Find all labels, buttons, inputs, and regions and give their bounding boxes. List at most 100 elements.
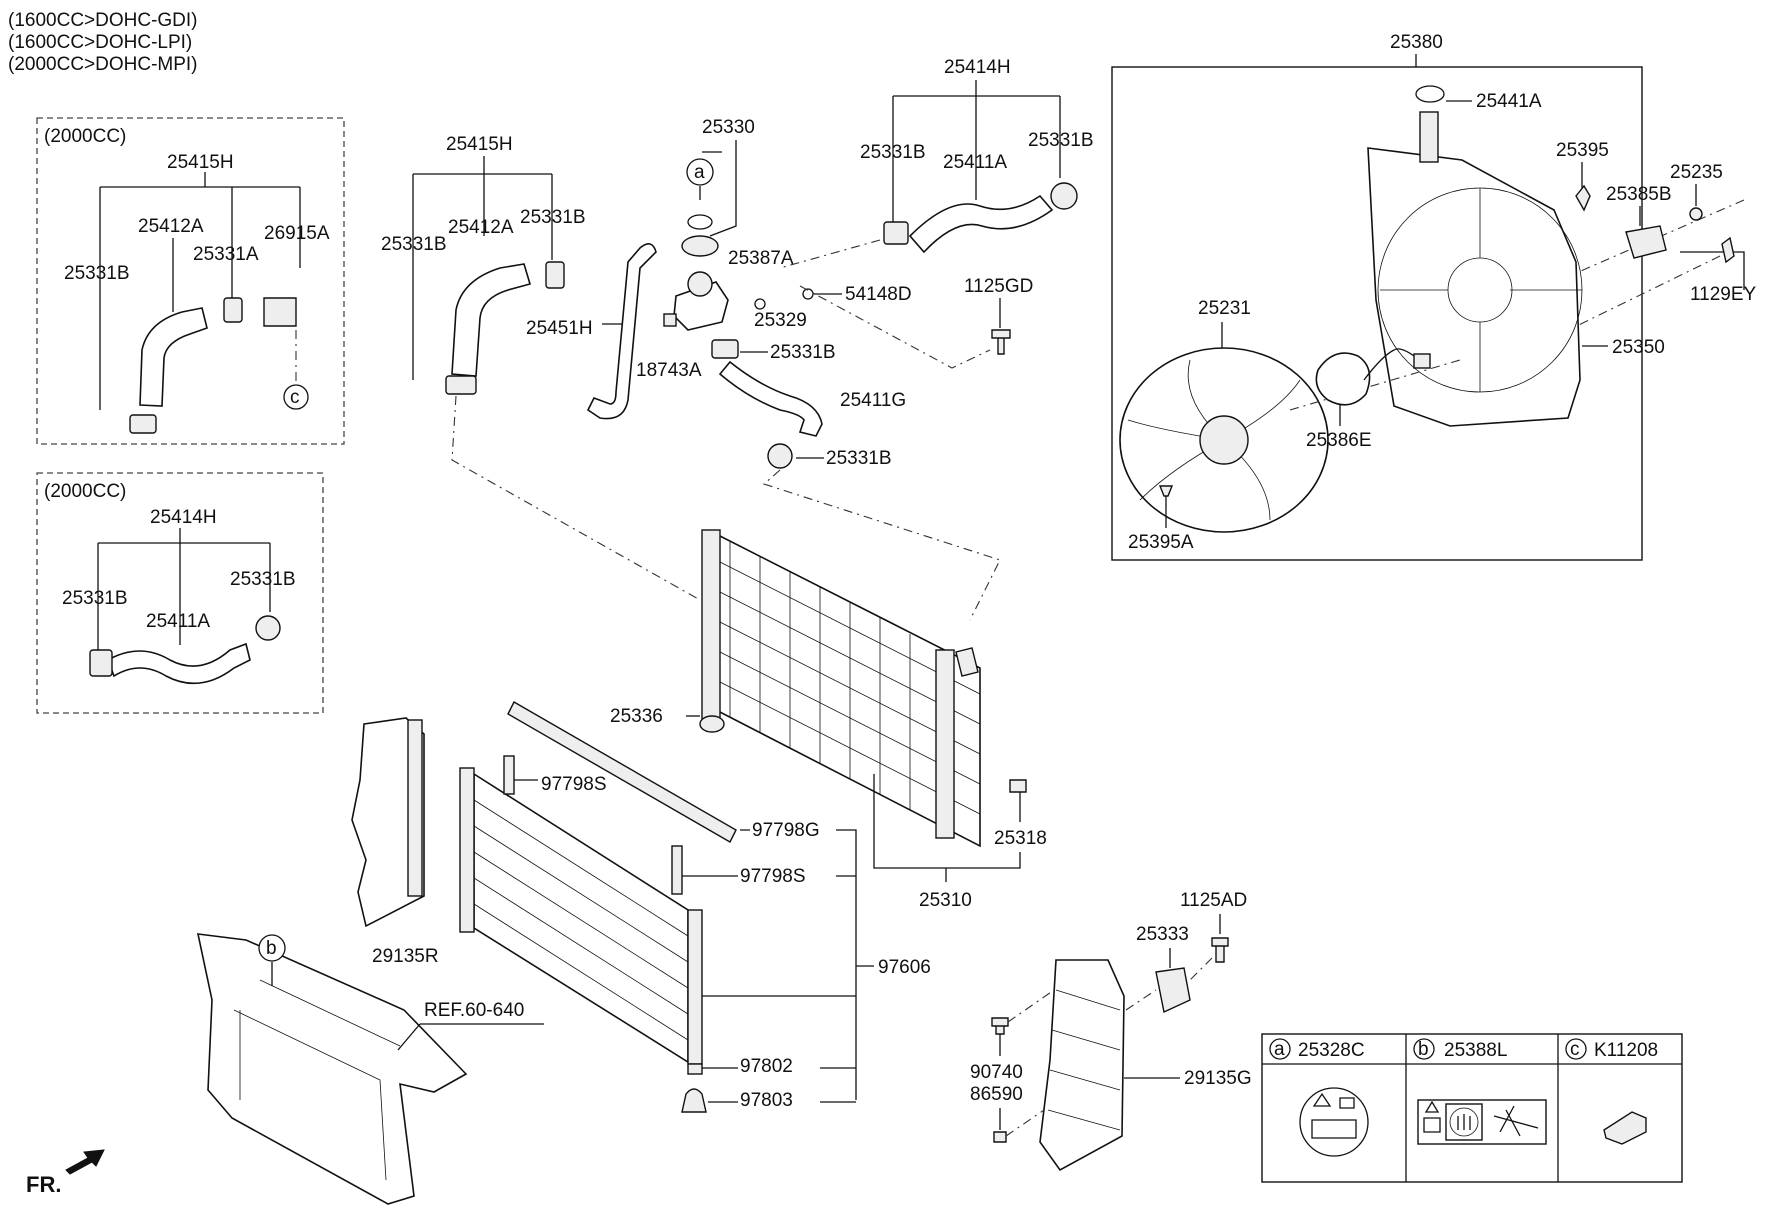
label-25329: 25329	[754, 310, 807, 331]
inset2-clamp-b	[255, 615, 281, 641]
bolt-90740	[991, 1017, 1009, 1035]
label-25331b-top-left: 25331B	[860, 142, 926, 163]
front-direction-indicator: FR.	[26, 1149, 105, 1197]
bolt-25395	[1575, 184, 1591, 212]
inset1-clamp-b	[223, 297, 243, 323]
label-25380: 25380	[1390, 32, 1443, 53]
bolt-1129ey	[1721, 236, 1735, 264]
inset2-label-25331b-right: 25331B	[230, 569, 296, 590]
label-25412a: 25412A	[448, 217, 514, 238]
inset1-connector	[263, 297, 297, 327]
label-25331b-c: 25331B	[770, 342, 836, 363]
clamp-25331b-c	[711, 339, 739, 359]
upper-hose-group: 25415H 25412A 25331B 25331B	[381, 134, 701, 601]
label-25441a: 25441A	[1476, 91, 1542, 112]
label-97802: 97802	[740, 1056, 793, 1077]
inset1-label-26915a: 26915A	[264, 223, 330, 244]
label-25386e: 25386E	[1306, 430, 1372, 451]
plug-54148d	[802, 288, 814, 300]
label-25387a: 25387A	[728, 248, 794, 269]
legend-a-circle	[1269, 1038, 1291, 1060]
applicability-header: (1600CC>DOHC-GDI) (1600CC>DOHC-LPI) (200…	[8, 10, 198, 75]
inset1-label-25331b: 25331B	[64, 263, 130, 284]
inset2-hose	[107, 642, 251, 685]
label-29135g: 29135G	[1184, 1068, 1252, 1089]
label-25350: 25350	[1612, 337, 1665, 358]
filler-cap	[681, 235, 719, 257]
inset2-clamp-a	[89, 649, 113, 677]
marker-b	[258, 934, 286, 962]
inset1-title: (2000CC)	[44, 126, 126, 147]
label-25395: 25395	[1556, 140, 1609, 161]
legend-c-letter: c	[1570, 1039, 1580, 1060]
inset1-hose	[139, 307, 208, 407]
condenser-cap-97802	[687, 1063, 703, 1075]
seal-strip-97798s-b	[671, 845, 683, 895]
seal-strip-97798g	[507, 701, 737, 843]
label-86590: 86590	[970, 1084, 1023, 1105]
clamp-25331b-d	[767, 443, 793, 469]
reservoir-group: 25330 a 25387A 54148D 25329 25451H 18743…	[526, 117, 1033, 621]
front-end-carrier	[196, 933, 468, 1205]
condenser-group: 97798S 97798G 97798S 97606 97802 97803	[459, 701, 931, 1113]
filler-neck-cap	[687, 271, 713, 297]
upper-hose-clamp-a	[445, 375, 477, 395]
air-guard-and-carrier-group: 29135R b REF.60-640 29135G 1125AD 25333 …	[196, 717, 1252, 1205]
upper-hose-clamp-b	[545, 261, 565, 289]
bracket-25318	[1009, 779, 1027, 793]
upper-hose	[451, 263, 532, 377]
label-97798s-b: 97798S	[740, 866, 806, 887]
label-90740: 90740	[970, 1062, 1023, 1083]
header-line-1: (1600CC>DOHC-GDI)	[8, 10, 198, 31]
legend-b-circle	[1413, 1038, 1435, 1060]
label-25331b-a: 25331B	[381, 234, 447, 255]
label-1125gd: 1125GD	[964, 276, 1033, 297]
inset2-label-25414h: 25414H	[150, 507, 217, 528]
legend-c-part: K11208	[1594, 1040, 1658, 1061]
label-25318: 25318	[994, 828, 1047, 849]
label-25331b-top-right: 25331B	[1028, 130, 1094, 151]
top-hose-clamp-a	[883, 221, 909, 245]
label-ref-60-640: REF.60-640	[424, 1000, 524, 1021]
inset1-ref-marker-c	[283, 384, 309, 410]
label-29135r: 29135R	[372, 946, 439, 967]
label-25451h: 25451H	[526, 318, 593, 339]
label-1129ey: 1129EY	[1690, 284, 1757, 305]
direction-label: FR.	[26, 1172, 61, 1197]
plug-25387a	[754, 298, 766, 310]
label-legend-table: a 25328C b 25388L c K11208	[1261, 1033, 1683, 1183]
warning-label-icon	[1417, 1099, 1547, 1145]
label-25231: 25231	[1198, 298, 1251, 319]
inset1-clamp-a	[129, 414, 157, 434]
inset-2000cc-upper-hose: (2000CC) 25415H 25412A 25331A 26915A 253…	[36, 117, 345, 445]
inset2-title: (2000CC)	[44, 481, 126, 502]
bypass-hose-25451h	[586, 243, 657, 420]
radiator-outlet	[955, 647, 979, 677]
legend-border	[1261, 1033, 1683, 1183]
top-hose-25411a	[908, 194, 1054, 254]
front-arrow-icon	[65, 1149, 105, 1175]
radiator-group: 25336 25318 25310	[610, 529, 1047, 911]
caution-label-icon	[1299, 1087, 1369, 1157]
label-25331b-b: 25331B	[520, 207, 586, 228]
legend-a-part: 25328C	[1298, 1040, 1365, 1061]
label-25333: 25333	[1136, 924, 1189, 945]
resistor-25385b	[1625, 225, 1667, 259]
label-25235: 25235	[1670, 162, 1723, 183]
label-25395a: 25395A	[1128, 532, 1194, 553]
marker-b-label: b	[266, 938, 277, 959]
legend-c-circle	[1565, 1038, 1587, 1060]
screw-25395a	[1158, 485, 1174, 497]
sensor-18743a	[663, 313, 677, 327]
inset2-label-25411a: 25411A	[146, 611, 210, 632]
fan-box-border	[1111, 66, 1643, 561]
label-25385b: 25385B	[1606, 184, 1672, 205]
fan-shroud-box: 25380 25441A 25395 25235 25385B 1129EY 2…	[1111, 32, 1757, 561]
label-25414h-top: 25414H	[944, 57, 1011, 78]
header-line-2: (1600CC>DOHC-LPI)	[8, 32, 192, 53]
inset1-label-25331a: 25331A	[193, 244, 259, 265]
legend-b-part: 25388L	[1444, 1040, 1507, 1061]
condenser-tank-left	[459, 767, 475, 933]
label-25336: 25336	[610, 706, 663, 727]
fan-motor-25386e	[1315, 352, 1371, 406]
